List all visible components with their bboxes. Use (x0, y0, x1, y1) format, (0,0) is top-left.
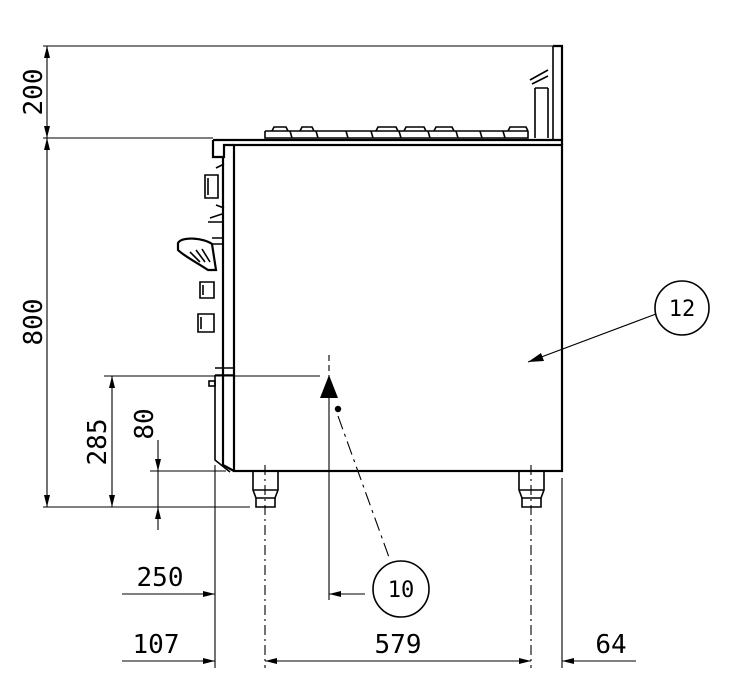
dim-64-label: 64 (595, 630, 626, 660)
dim-250-label: 250 (137, 563, 184, 593)
dim-285-label: 285 (83, 419, 113, 466)
cabinet-body (232, 143, 564, 473)
callout-12: 12 (654, 280, 710, 336)
dimension-lines (43, 45, 636, 668)
dim-200-label: 200 (19, 69, 49, 116)
dim-107-label: 107 (133, 630, 180, 660)
top-plate (211, 138, 564, 159)
center-mark (320, 355, 391, 561)
callout-10-label: 10 (388, 578, 415, 603)
dim-800-label: 800 (19, 299, 49, 346)
burner-grates (264, 126, 529, 139)
adjustable-legs (252, 471, 545, 508)
dim-579-label: 579 (375, 630, 422, 660)
dim-80-label: 80 (130, 408, 160, 439)
back-splash (529, 44, 564, 140)
equipment-side-view (176, 44, 564, 508)
leader-12 (527, 313, 657, 363)
callout-12-label: 12 (669, 297, 696, 322)
callout-10: 10 (372, 560, 430, 618)
front-control-panel (176, 157, 235, 473)
